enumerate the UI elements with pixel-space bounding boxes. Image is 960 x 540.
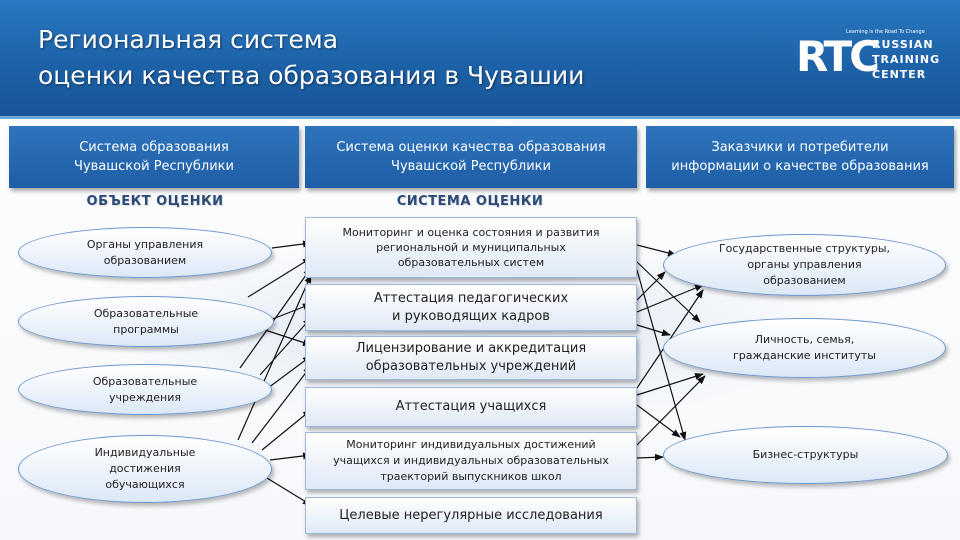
box-line: образовательных систем <box>397 256 545 269</box>
box-line: Мониторинг и оценка состояния и развития <box>342 226 600 239</box>
label-assessment-object: ОБЪЕКТ ОЦЕНКИ <box>86 194 224 209</box>
box-line: Аттестация учащихся <box>395 399 547 414</box>
box-line: Целевые нерегулярные исследования <box>339 507 603 523</box>
consumer-ellipse-government: Государственные структуры, органы управл… <box>663 234 946 296</box>
box-line: траекторий выпускников школ <box>380 470 562 483</box>
arrow <box>636 373 704 396</box>
consumer-ellipse-society: Личность, семья, гражданские институты <box>663 318 946 378</box>
column-header-line: Заказчики и потребители <box>711 140 889 155</box>
ellipse-line: органы управления <box>747 258 862 271</box>
box-line: образовательных учреждений <box>365 359 577 374</box>
slide-title-line-2: оценки качества образования в Чувашии <box>38 61 585 90</box>
column-header-line: Система образования <box>79 140 229 155</box>
ellipse-line: Бизнес-структуры <box>752 448 859 461</box>
procedure-box-targeted-research: Целевые нерегулярные исследования <box>305 497 637 534</box>
arrow <box>271 240 312 249</box>
column-header-consumers: Заказчики и потребители информации о кач… <box>646 126 954 188</box>
arrow <box>239 267 312 369</box>
ellipse-line: образованием <box>103 253 187 267</box>
arrow <box>251 365 312 444</box>
ellipse-line: Личность, семья, <box>754 333 855 346</box>
box-line: региональной и муниципальных <box>376 241 566 254</box>
slide-title-line-1: Региональная система <box>38 25 339 54</box>
column-header-education-system: Система образования Чувашской Республики <box>9 126 299 188</box>
arrow <box>247 257 312 298</box>
rtc-logo-tagline: Learning is the Road To Change <box>846 29 925 35</box>
arrow <box>267 355 312 389</box>
arrow <box>269 303 312 321</box>
rtc-logo-mark: RTC <box>796 32 880 81</box>
ellipse-line: Образовательные <box>92 374 198 388</box>
column-header-assessment-system: Система оценки качества образования Чува… <box>305 126 637 188</box>
ellipse-line: учреждения <box>109 390 181 404</box>
arrow <box>636 324 671 337</box>
arrow <box>237 274 312 441</box>
arrow <box>636 453 664 461</box>
arrow <box>636 269 687 441</box>
arrow <box>636 375 706 446</box>
procedure-box-student-attestation: Аттестация учащихся <box>305 387 637 427</box>
ellipse-line: Индивидуальные <box>94 446 196 459</box>
rtc-logo-word-2: TRAINING <box>872 53 941 66</box>
arrow <box>636 271 666 301</box>
box-line: Аттестация педагогических <box>373 290 569 306</box>
label-assessment-system: СИСТЕМА ОЦЕНКИ <box>396 194 544 209</box>
ellipse-line: Государственные структуры, <box>718 242 891 255</box>
arrow <box>636 404 681 438</box>
object-ellipse-student-achievements: Индивидуальные достижения обучающихся <box>18 435 272 503</box>
ellipse-line: программы <box>113 322 179 336</box>
arrow <box>259 317 312 376</box>
arrow <box>261 409 312 451</box>
column-header-line: Чувашской Республики <box>391 159 551 174</box>
ellipse-line: достижения <box>109 462 181 475</box>
box-line: учащихся и индивидуальных образовательны… <box>333 454 609 467</box>
ellipse-line: обучающихся <box>105 478 185 491</box>
arrow <box>636 284 704 313</box>
procedure-box-monitoring-systems: Мониторинг и оценка состояния и развития… <box>305 217 637 278</box>
arrow <box>261 474 312 506</box>
box-line: Мониторинг индивидуальных достижений <box>346 438 596 451</box>
procedure-box-licensing: Лицензирование и аккредитация образовате… <box>305 336 637 380</box>
box-line: Лицензирование и аккредитация <box>355 341 587 356</box>
column-header-line: Чувашской Республики <box>74 159 234 174</box>
slide-title: Региональная система оценки качества обр… <box>38 22 584 94</box>
column-header-line: информации о качестве образования <box>671 159 929 174</box>
procedure-box-individual-monitoring: Мониторинг индивидуальных достижений уча… <box>305 432 637 490</box>
ellipse-line: образованием <box>763 274 846 287</box>
ellipse-line: гражданские институты <box>732 349 876 362</box>
rtc-logo-word-3: CENTER <box>872 68 927 81</box>
rtc-logo: RTC Learning is the Road To Change RUSSI… <box>796 28 946 88</box>
arrow <box>636 244 677 257</box>
object-ellipse-institutions: Образовательные учреждения <box>18 364 272 415</box>
arrow <box>636 261 701 323</box>
box-line: и руководящих кадров <box>392 308 550 324</box>
ellipse-line: Образовательные <box>93 306 199 320</box>
ellipse-line: Органы управления <box>86 237 204 251</box>
rtc-logo-word-1: RUSSIAN <box>872 38 934 51</box>
arrow <box>269 452 312 461</box>
slide-header: Региональная система оценки качества обр… <box>0 0 960 119</box>
object-ellipse-governance: Органы управления образованием <box>18 227 272 278</box>
consumer-ellipse-business: Бизнес-структуры <box>663 426 948 484</box>
object-ellipse-programs: Образовательные программы <box>18 296 274 347</box>
column-header-line: Система оценки качества образования <box>336 140 606 155</box>
arrow <box>264 329 312 346</box>
procedure-box-staff-attestation: Аттестация педагогических и руководящих … <box>305 284 637 331</box>
